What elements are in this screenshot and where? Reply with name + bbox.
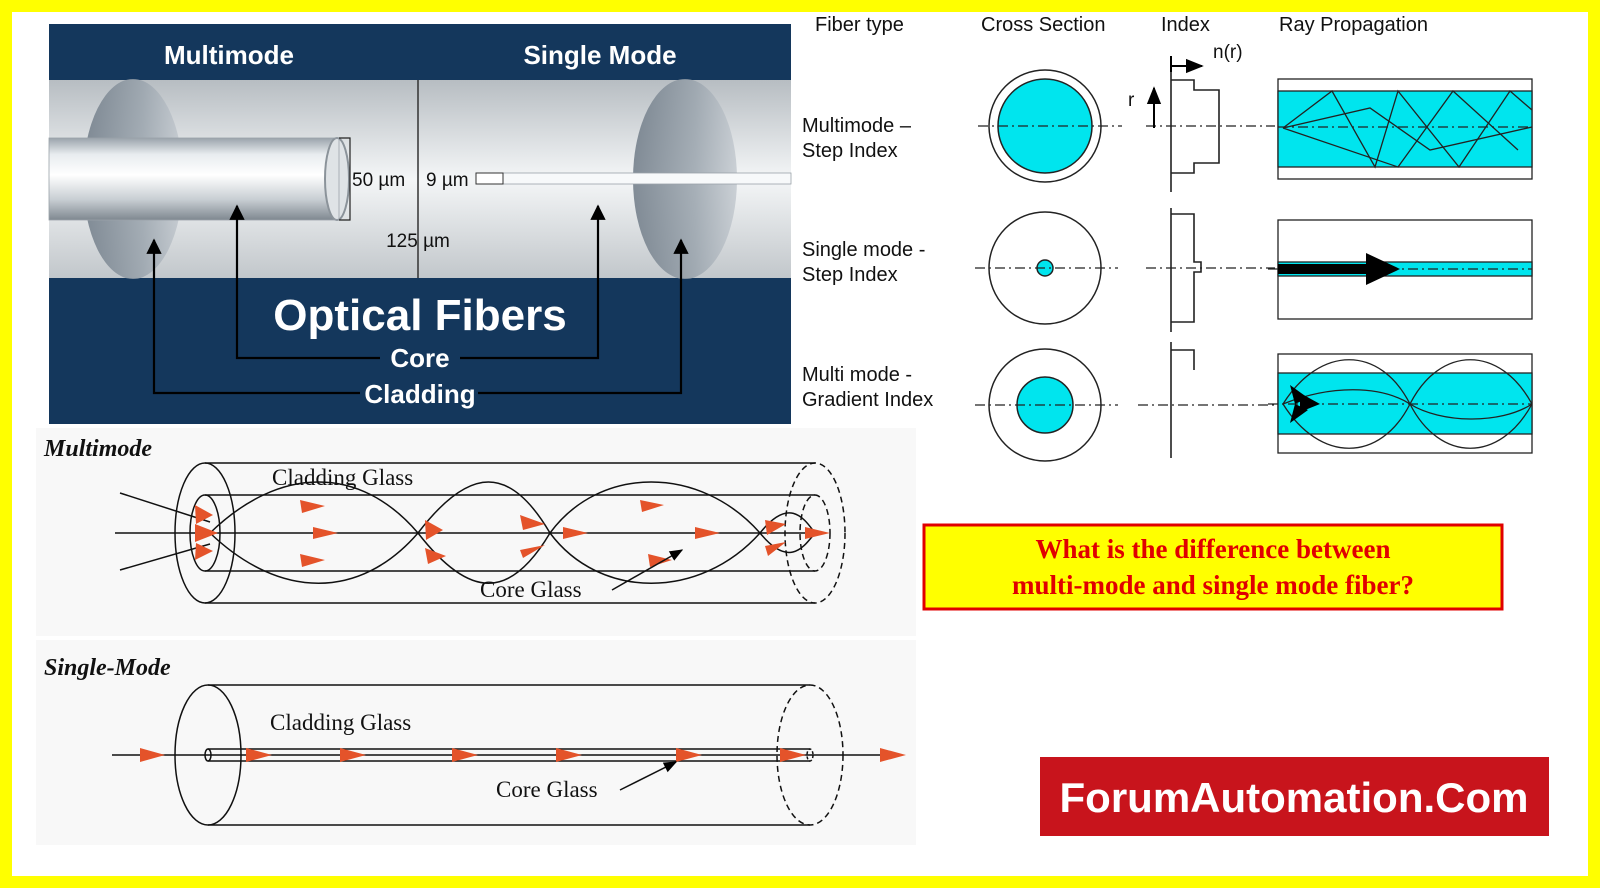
index-axis-n: n(r) xyxy=(1213,42,1243,63)
multimode-core-label: Core Glass xyxy=(480,577,582,602)
dim-125um: 125 µm xyxy=(386,231,450,252)
row2-line1: Single mode - xyxy=(802,239,925,261)
header-fiber-type: Fiber type xyxy=(815,14,904,36)
optical-fibers-panel: Multimode Single Mode 50 µm 9 µm 125 µm … xyxy=(48,24,792,424)
brand-banner: ForumAutomation.Com xyxy=(1040,757,1549,836)
question-line2: multi-mode and single mode fiber? xyxy=(1012,570,1414,600)
single-mode-core-label: Core Glass xyxy=(496,777,598,802)
brand-text: ForumAutomation.Com xyxy=(1060,774,1529,821)
fiber-type-table: Fiber type Cross Section Index Ray Propa… xyxy=(802,14,1533,462)
optical-fibers-title: Optical Fibers xyxy=(273,291,566,340)
row3-line1: Multi mode - xyxy=(802,364,912,386)
single-mode-heading: Single-Mode xyxy=(44,655,171,681)
row1-line1: Multimode – xyxy=(802,115,912,137)
header-ray-propagation: Ray Propagation xyxy=(1279,14,1428,36)
ray-arrow xyxy=(1278,264,1366,274)
core-label: Core xyxy=(390,343,449,373)
cladding-label: Cladding xyxy=(364,379,475,409)
question-line1: What is the difference between xyxy=(1036,534,1391,564)
multimode-tube-diagram: Multimode xyxy=(36,428,916,636)
refractive-index-profile xyxy=(1170,72,1220,458)
multimode-heading: Multimode xyxy=(43,436,152,462)
single-mode-cladding-label: Cladding Glass xyxy=(270,710,411,735)
header-index: Index xyxy=(1161,14,1210,36)
row1-line2: Step Index xyxy=(802,140,898,162)
header-cross-section: Cross Section xyxy=(981,14,1106,36)
dim-50um: 50 µm xyxy=(352,170,405,191)
row2-line2: Step Index xyxy=(802,264,898,286)
single-mode-tube-diagram: Single-Mode Cladding Glass Core Glass xyxy=(36,640,916,845)
question-box: What is the difference between multi-mod… xyxy=(922,523,1504,611)
label-multimode: Multimode xyxy=(164,40,294,70)
dim-9um: 9 µm xyxy=(426,170,469,191)
label-single-mode: Single Mode xyxy=(523,40,676,70)
row3-line2: Gradient Index xyxy=(802,389,933,411)
index-axis-r: r xyxy=(1128,90,1135,111)
multimode-cladding-label: Cladding Glass xyxy=(272,465,413,490)
